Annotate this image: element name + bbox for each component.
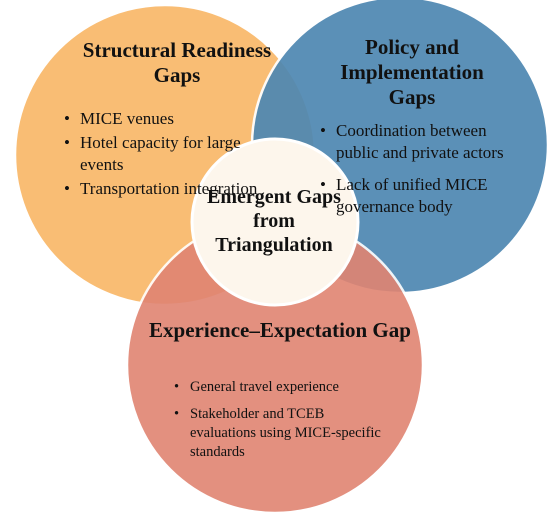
- experience-expectation-title: Experience–Expectation Gap: [149, 318, 411, 342]
- list-item: Hotel capacity for large events: [62, 132, 262, 176]
- list-item: Coordination between public and private …: [318, 120, 518, 164]
- policy-implementation-title: Policy and Implementation Gaps: [340, 35, 484, 110]
- experience-expectation-list: General travel experience Stakeholder an…: [172, 378, 392, 461]
- list-item: Stakeholder and TCEB evaluations using M…: [172, 405, 392, 462]
- list-item: Transportation integration: [62, 178, 262, 200]
- emergent-gaps-title: Emergent Gaps from Triangulation: [207, 186, 341, 256]
- list-item: Lack of unified MICE governance body: [318, 174, 518, 218]
- structural-readiness-list: MICE venues Hotel capacity for large eve…: [62, 108, 262, 202]
- policy-implementation-list: Coordination between public and private …: [318, 120, 518, 218]
- list-item: MICE venues: [62, 108, 262, 130]
- list-item: General travel experience: [172, 378, 392, 397]
- structural-readiness-title: Structural Readiness Gaps: [82, 38, 272, 88]
